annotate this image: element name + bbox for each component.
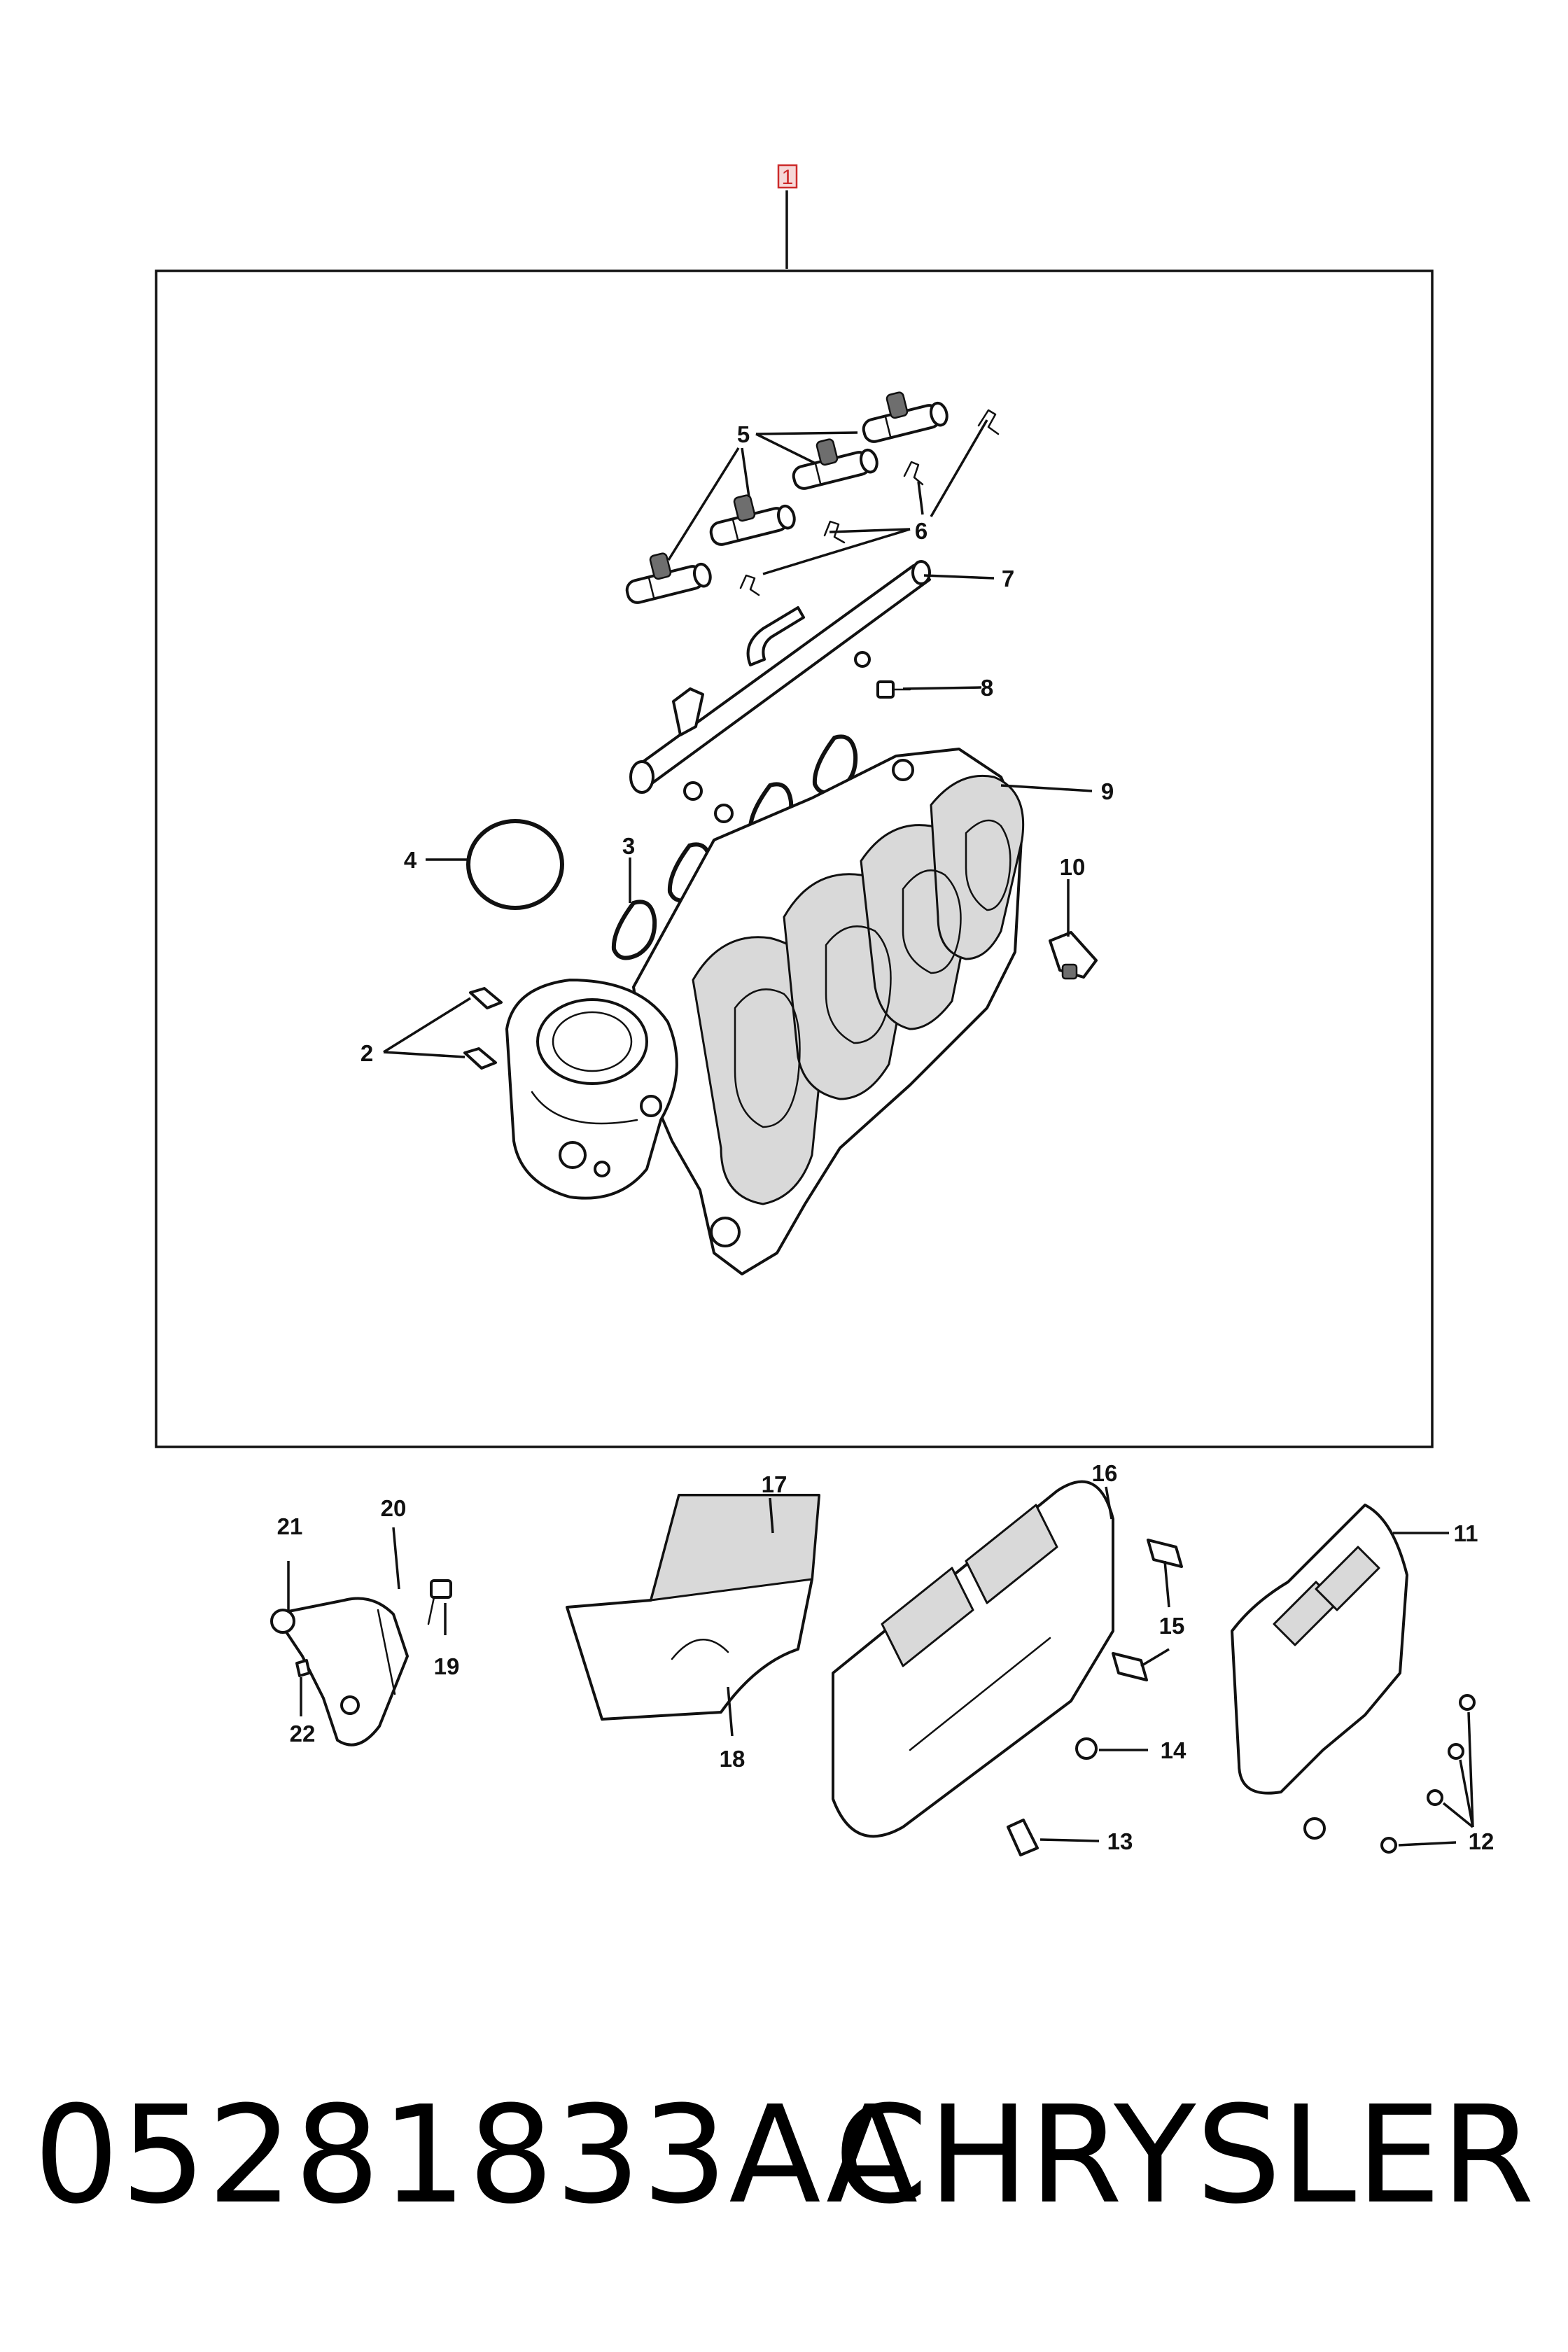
- clip-1: [977, 409, 1000, 435]
- callout-11[interactable]: 11: [1454, 1520, 1478, 1546]
- callout-1[interactable]: 1: [782, 166, 794, 189]
- callout-3[interactable]: 3: [622, 833, 635, 859]
- clip-4: [739, 574, 760, 596]
- leader-12c: [1442, 1802, 1474, 1828]
- heat-shield-large: [832, 1480, 1114, 1838]
- callout-17[interactable]: 17: [762, 1471, 788, 1497]
- injector-1: [862, 391, 948, 443]
- intake-manifold: [632, 748, 1025, 1275]
- injector-4: [625, 552, 712, 604]
- injector-clips: [739, 409, 1000, 596]
- footer: 05281833AA CHRYSLER: [28, 2072, 1540, 2240]
- clip-2: [903, 461, 924, 486]
- shield-bolts: [1007, 1539, 1183, 1856]
- callout-9[interactable]: 9: [1101, 778, 1114, 804]
- fuel-injectors: [625, 391, 948, 604]
- leader-18: [727, 1686, 734, 1737]
- leader-13: [1040, 1838, 1100, 1842]
- callout-22[interactable]: 22: [290, 1721, 316, 1746]
- callout-18[interactable]: 18: [720, 1746, 746, 1772]
- leader-12d: [1398, 1841, 1457, 1847]
- callout-14[interactable]: 14: [1161, 1737, 1186, 1763]
- leader-20: [392, 1527, 400, 1590]
- callout-20[interactable]: 20: [381, 1495, 407, 1521]
- shield-fasteners: [1380, 1694, 1476, 1854]
- callout-5[interactable]: 5: [737, 421, 750, 447]
- clip-3: [823, 520, 846, 544]
- callout-8[interactable]: 8: [981, 675, 993, 701]
- part-number: 05281833AA: [34, 2078, 920, 2234]
- throttle-bolts: [463, 987, 503, 1070]
- throttle-body-gasket: [466, 819, 564, 910]
- bracket-bolt: [427, 1579, 452, 1625]
- leader-17: [769, 1497, 774, 1534]
- gasket-a: [611, 899, 657, 960]
- leader-12a: [1467, 1712, 1474, 1828]
- callout-6[interactable]: 6: [915, 518, 927, 544]
- callout-10[interactable]: 10: [1060, 854, 1086, 880]
- callout-2[interactable]: 2: [360, 1040, 373, 1066]
- injector-2: [792, 438, 878, 490]
- callout-1-group[interactable]: 1: [777, 164, 798, 189]
- leader-15b: [1140, 1648, 1170, 1667]
- leader-15a: [1163, 1560, 1170, 1608]
- exhaust-heat-shield: [1231, 1504, 1408, 1840]
- callout-13[interactable]: 13: [1107, 1828, 1133, 1854]
- map-sensor: [1049, 931, 1098, 980]
- heat-shield-small: [566, 1494, 820, 1721]
- brand-name: CHRYSLER: [834, 2078, 1534, 2234]
- callout-12[interactable]: 12: [1469, 1828, 1494, 1854]
- frame-leaders: [383, 419, 1093, 1058]
- callout-15[interactable]: 15: [1159, 1613, 1185, 1639]
- fuel-rail: [629, 560, 931, 801]
- callout-16[interactable]: 16: [1092, 1460, 1118, 1486]
- throttle-body: [505, 979, 678, 1200]
- assembly-frame: [155, 270, 1434, 1448]
- callout-4[interactable]: 4: [404, 847, 417, 873]
- callout-7[interactable]: 7: [1002, 566, 1014, 592]
- injector-3: [709, 494, 796, 546]
- callout-1-box: [777, 164, 798, 189]
- leader-12b: [1459, 1759, 1474, 1828]
- support-bracket: [270, 1597, 409, 1746]
- callout-19[interactable]: 19: [434, 1653, 460, 1679]
- leader-16: [1105, 1486, 1113, 1520]
- callout-21[interactable]: 21: [277, 1513, 303, 1539]
